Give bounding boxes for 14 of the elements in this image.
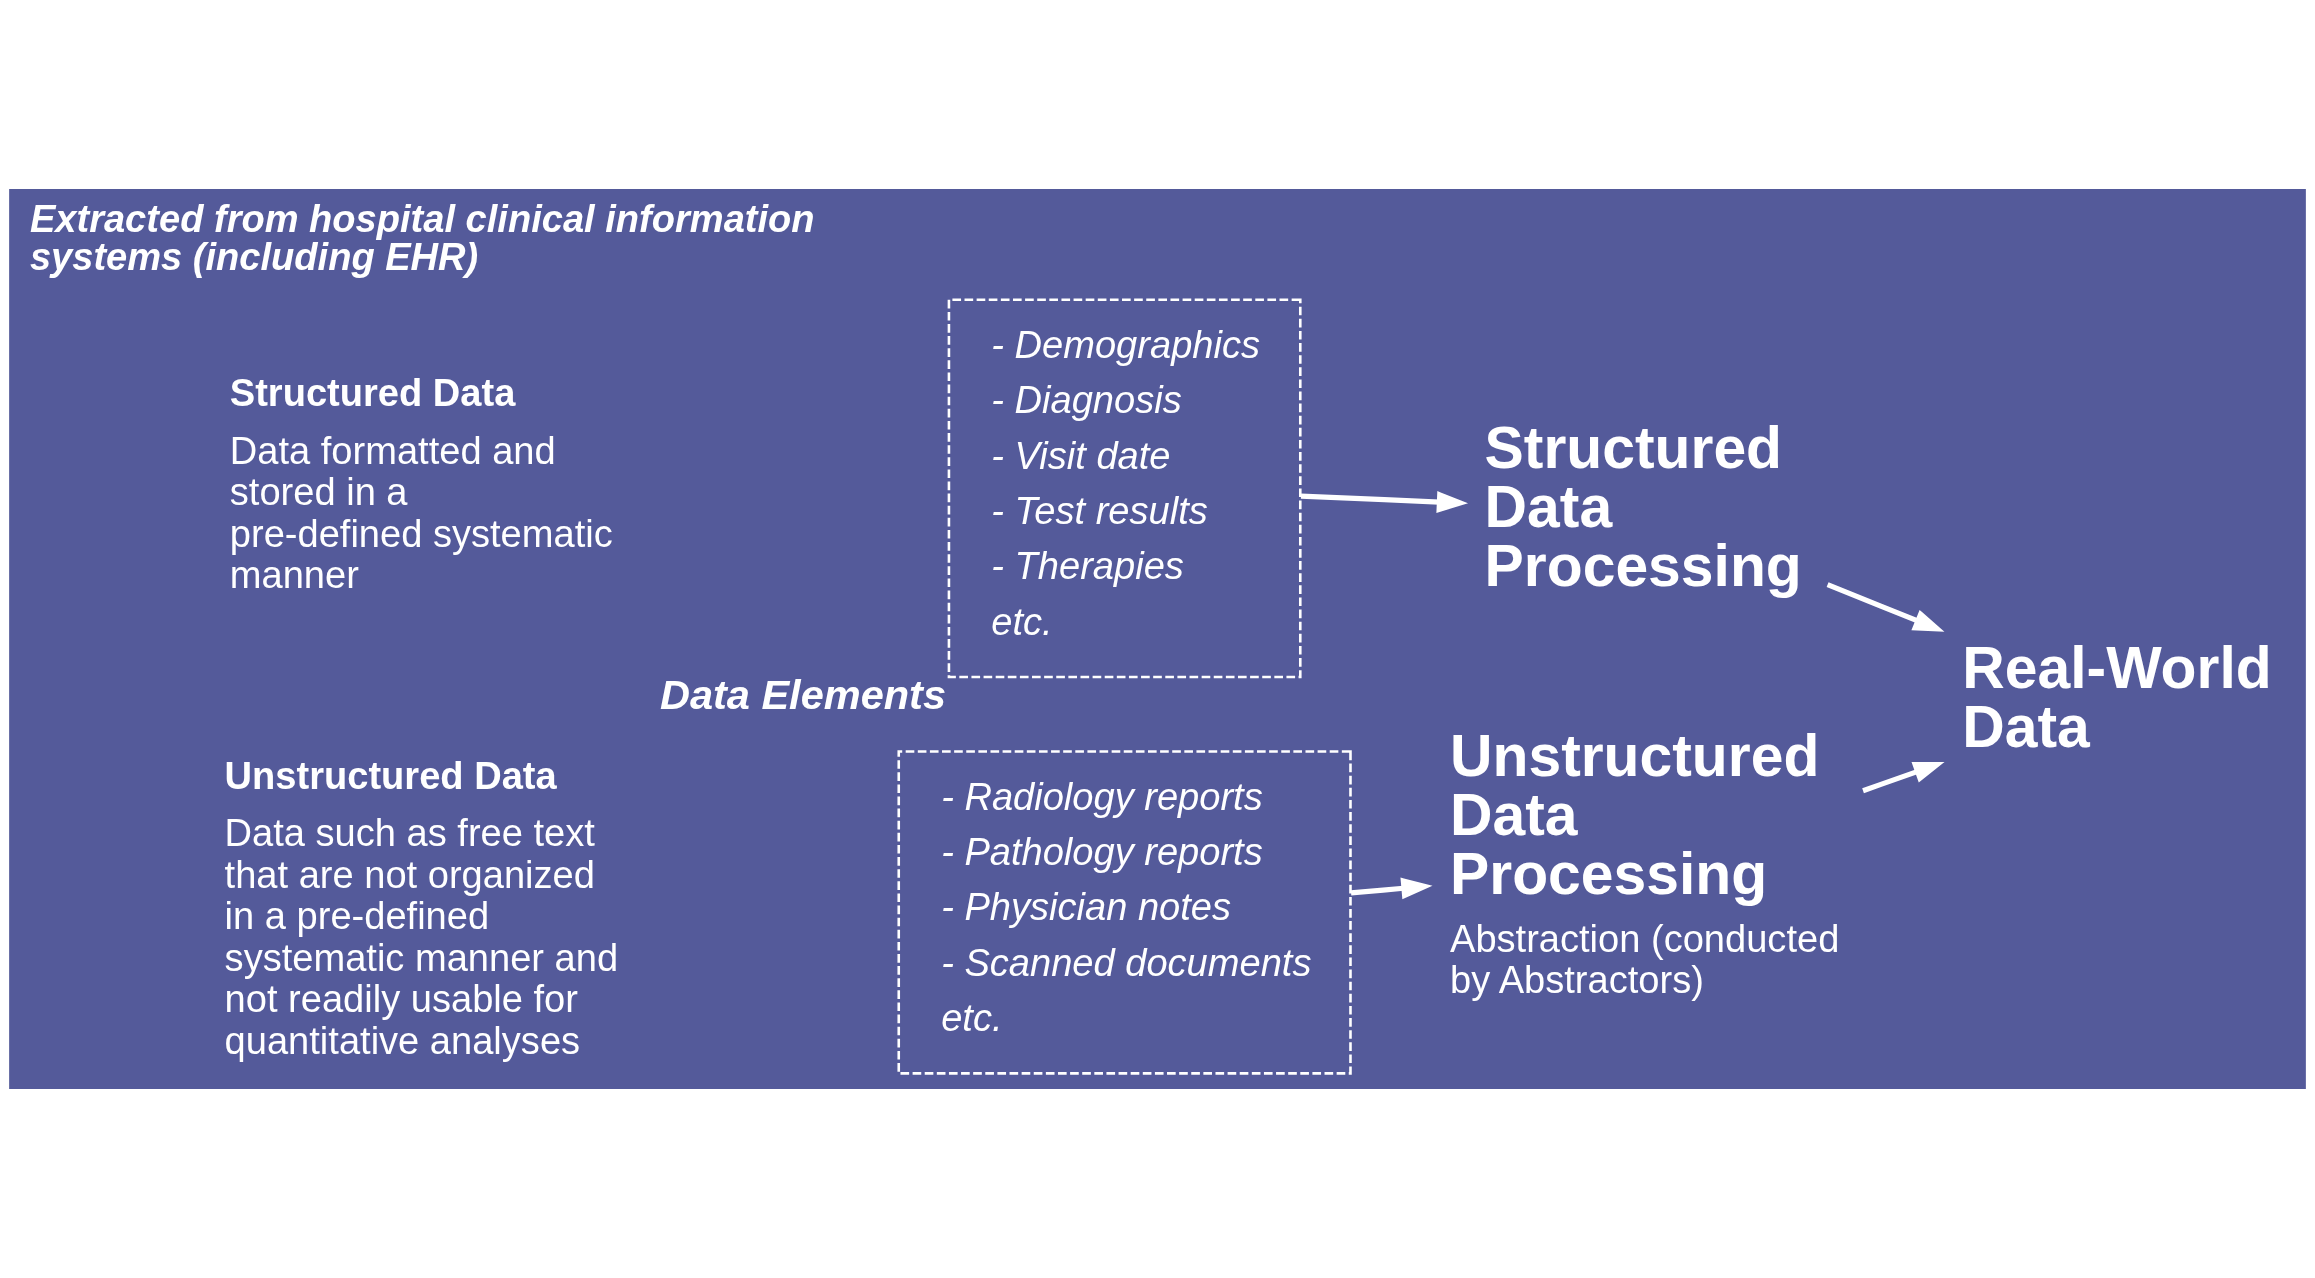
arrow	[1826, 582, 1945, 632]
label: Extracted from hospital clinical information systems (including EHR)	[29, 197, 815, 278]
node-text: Unstructured Data Processing	[1450, 723, 1820, 906]
arrow	[1350, 877, 1433, 900]
node-text: Structured Data Processing	[1484, 415, 1802, 598]
arrow	[1862, 761, 1945, 794]
node-text: Real-World Data	[1962, 634, 2272, 759]
node-box: - Radiology reports - Pathology reports - Physician notes - Scanned documents etc.	[897, 750, 1352, 1075]
node-label: Data Elements	[659, 670, 947, 718]
node-text: Structured Data Data formatted and stored in a pre-defined systematic manner	[229, 372, 613, 597]
node-box: - Demographics - Diagnosis - Visit date - Test results - Therapies etc.	[947, 298, 1302, 679]
node-label: Abstraction (conducted by Abstractors)	[1450, 917, 1840, 1002]
arrow	[1300, 491, 1469, 513]
node-text: Unstructured Data Data such as free text that are not organized in a pre-defined systematic manner and not readily usable for quantitative analyses	[224, 754, 619, 1062]
